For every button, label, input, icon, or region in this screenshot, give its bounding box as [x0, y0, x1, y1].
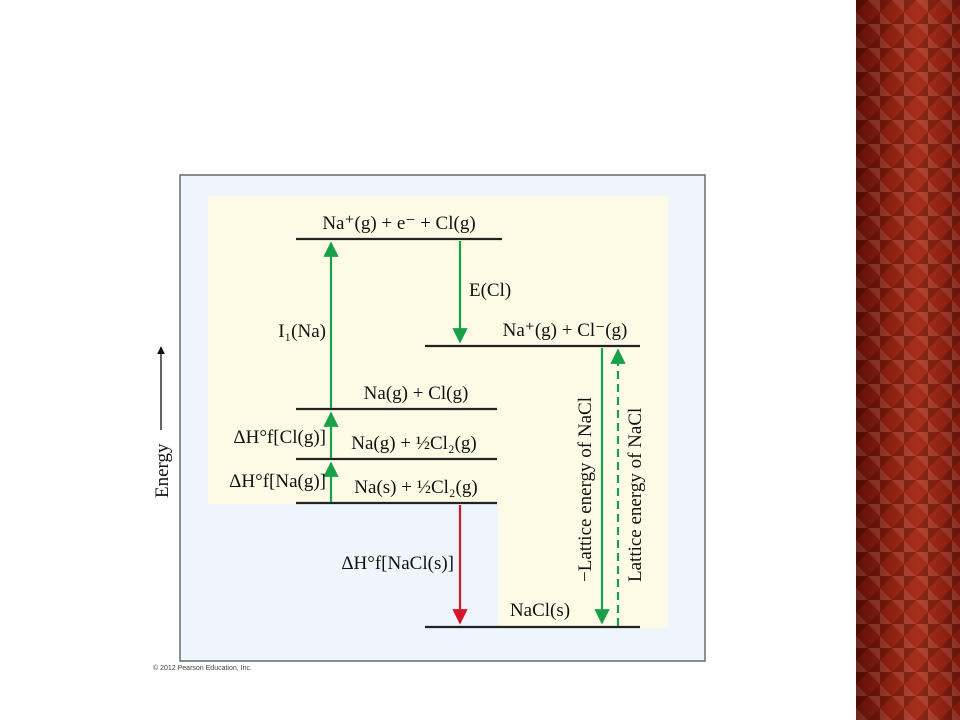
- level-label-na-gas-cl2: Na(g) + ½Cl₂(g): [351, 433, 477, 454]
- step-label-electron-affinity: E(Cl): [469, 280, 511, 301]
- step-label-enthalpy-nacl: ΔH°f[NaCl(s)]: [341, 553, 454, 574]
- cream-area-right: [498, 196, 668, 628]
- copyright-note: © 2012 Pearson Education, Inc.: [153, 664, 252, 672]
- step-label-ionization: I₁(Na): [278, 321, 326, 342]
- step-label-lattice: Lattice energy of NaCl: [625, 408, 646, 582]
- level-label-gas-atoms: Na(g) + Cl(g): [364, 383, 469, 404]
- energy-axis-label: Energy: [152, 443, 173, 498]
- level-label-product: NaCl(s): [510, 600, 570, 621]
- level-label-ions: Na⁺(g) + e⁻ + Cl(g): [322, 213, 475, 234]
- cream-area-upper: [208, 196, 498, 504]
- level-label-standard: Na(s) + ½Cl₂(g): [354, 477, 477, 498]
- step-label-neg-lattice: −Lattice energy of NaCl: [575, 397, 596, 582]
- step-label-enthalpy-na: ΔH°f[Na(g)]: [229, 471, 326, 492]
- decorative-side-band: [856, 0, 960, 720]
- step-label-enthalpy-cl: ΔH°f[Cl(g)]: [233, 427, 326, 448]
- level-label-ion-pair: Na⁺(g) + Cl⁻(g): [503, 320, 628, 341]
